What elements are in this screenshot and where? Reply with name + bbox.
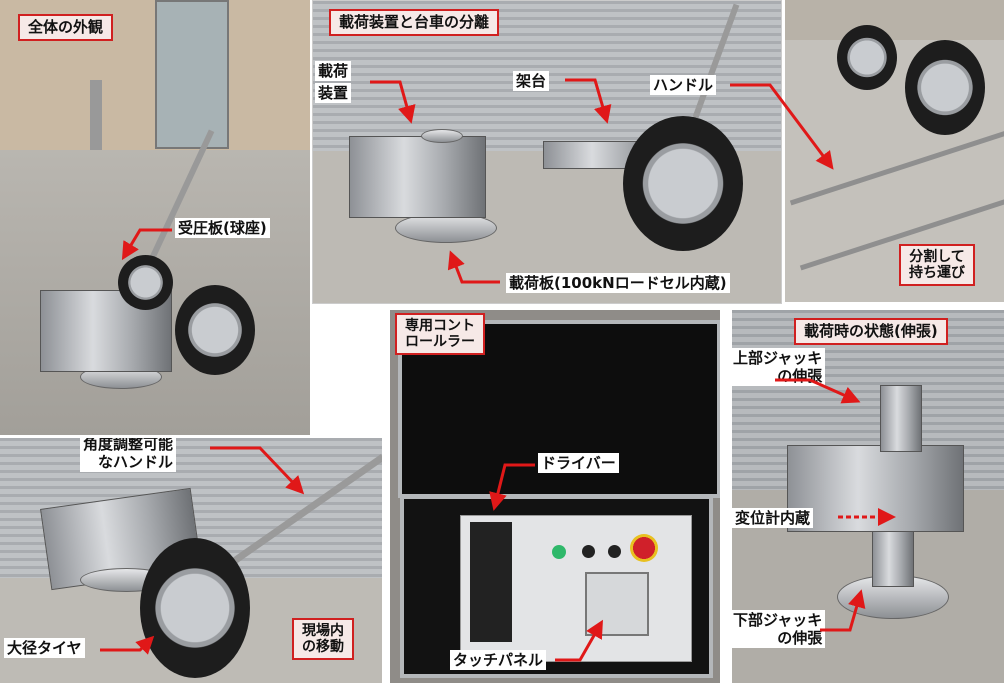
label-upper-jack-line1: 上部ジャッキ (733, 349, 823, 367)
handle-pole (789, 129, 1004, 206)
label-loading-plate: 載荷板(100kNロードセル内蔵) (506, 273, 730, 293)
title-carry-line2: 持ち運び (909, 265, 965, 282)
touch-panel-screen (585, 572, 649, 636)
start-button (552, 545, 566, 559)
photo-separation: 載荷装置と台車の分離 載荷 装置 架台 ハンドル 載荷板(100kNロードセル内… (312, 0, 782, 304)
title-moving: 現場内 の移動 (292, 618, 354, 661)
ball-seat (421, 129, 463, 143)
label-lower-jack: 下部ジャッキ の伸張 (732, 610, 826, 648)
title-moving-line1: 現場内 (302, 623, 344, 639)
label-loading-device-2: 装置 (315, 83, 352, 103)
title-carry-line1: 分割して (909, 249, 965, 265)
driver-unit (470, 522, 512, 642)
label-loading-device-1: 載荷 (315, 61, 352, 81)
tire-back (837, 25, 897, 90)
emergency-stop-button (630, 534, 658, 562)
photo-loading-state: 載荷時の状態(伸張) 上部ジャッキ の伸張 変位計内蔵 下部ジャッキ の伸張 (732, 310, 1004, 683)
title-moving-line2: の移動 (302, 639, 344, 656)
loading-plate (395, 213, 497, 243)
label-upper-jack: 上部ジャッキ の伸張 (732, 348, 826, 386)
photo-carry: 分割して 持ち運び (785, 0, 1004, 302)
photo-overall: 全体の外観 受圧板(球座) (0, 0, 310, 435)
label-handle-line2: なハンドル (98, 453, 174, 471)
label-lower-jack-line2: の伸張 (777, 629, 823, 647)
lower-jack (872, 525, 914, 587)
label-frame: 架台 (513, 71, 550, 91)
tire (623, 116, 743, 251)
label-driver: ドライバー (538, 453, 619, 473)
loading-device (787, 445, 964, 532)
upper-jack (880, 385, 922, 452)
label-tire: 大径タイヤ (4, 638, 85, 658)
tire (905, 40, 985, 135)
button (582, 545, 595, 558)
loading-device (349, 136, 486, 218)
photo-moving: 角度調整可能 なハンドル 大径タイヤ 現場内 の移動 (0, 438, 382, 683)
photo-controller: 専用コント ロールラー ドライバー タッチパネル (390, 310, 720, 683)
label-pressure-plate: 受圧板(球座) (175, 218, 270, 238)
label-handle-adjustable: 角度調整可能 なハンドル (80, 438, 177, 472)
label-upper-jack-line2: の伸張 (777, 367, 823, 385)
tire (140, 538, 250, 678)
label-displacement: 変位計内蔵 (732, 508, 814, 528)
label-touch-panel: タッチパネル (450, 650, 547, 670)
title-carry: 分割して 持ち運び (899, 244, 975, 287)
label-lower-jack-line1: 下部ジャッキ (733, 611, 823, 629)
tire-back (118, 255, 173, 310)
tire (175, 285, 255, 375)
title-separation: 載荷装置と台車の分離 (329, 9, 500, 37)
title-overall: 全体の外観 (18, 14, 114, 42)
label-handle: ハンドル (650, 75, 717, 95)
title-controller-line2: ロールラー (405, 334, 475, 351)
title-controller: 専用コント ロールラー (395, 313, 485, 356)
label-handle-line1: 角度調整可能 (83, 438, 174, 453)
door (155, 0, 229, 149)
button (608, 545, 621, 558)
title-controller-line1: 専用コント (405, 318, 475, 334)
post (90, 80, 102, 160)
title-loading-state: 載荷時の状態(伸張) (794, 318, 948, 346)
